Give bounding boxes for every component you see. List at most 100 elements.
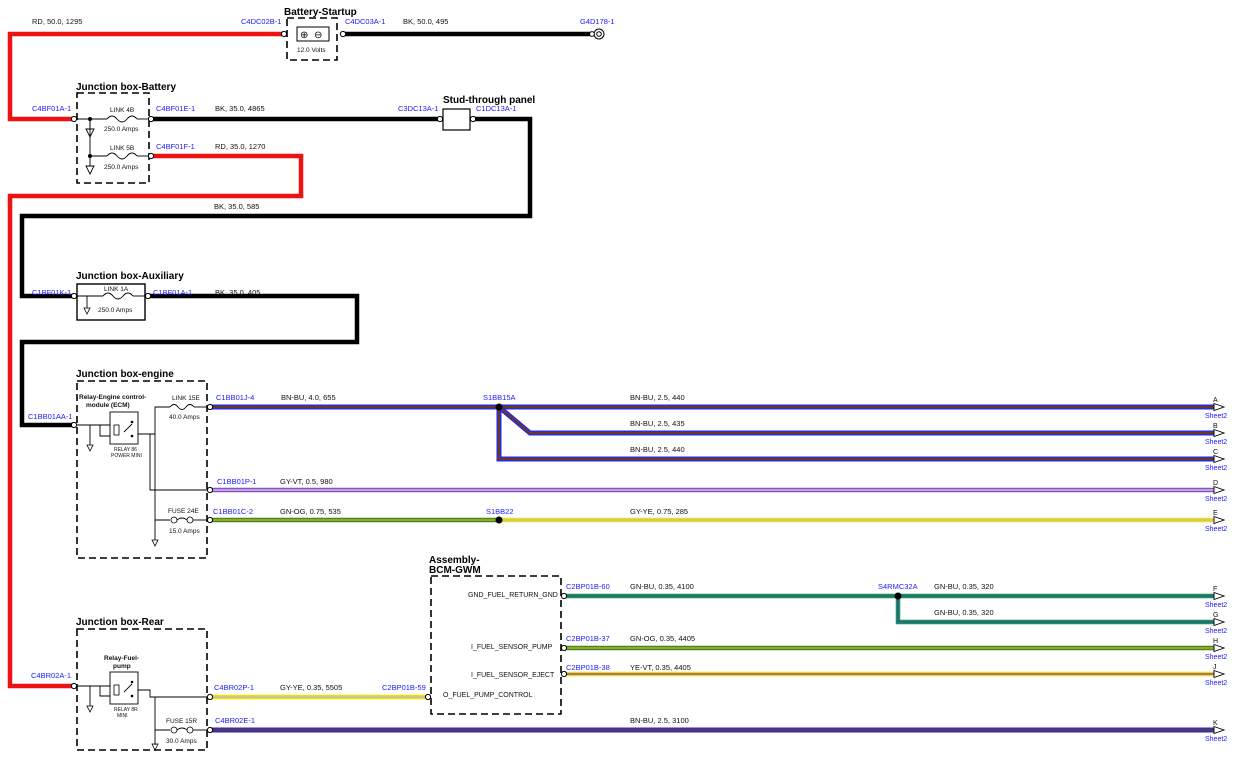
conn-c2bp01b60[interactable]: C2BP01B-60 — [566, 582, 610, 591]
signal-pump-control: O_FUEL_PUMP_CONTROL — [443, 692, 533, 699]
offsheet-letter: J — [1213, 664, 1217, 671]
conn-c4bf01e[interactable]: C4BF01E-1 — [156, 104, 195, 113]
conn-c1dc13a[interactable]: C1DC13A-1 — [476, 104, 516, 113]
jb-rear-title: Junction box-Rear — [76, 617, 164, 628]
conn-c1bb01c[interactable]: C1BB01C-2 — [213, 507, 253, 516]
conn-c4br02p[interactable]: C4BR02P-1 — [214, 683, 254, 692]
wire-rd-1295[interactable] — [7, 31, 284, 122]
conn-c1bf01a[interactable]: C1BF01A-1 — [153, 288, 192, 297]
offsheet-sheet-link[interactable]: Sheet2 — [1205, 439, 1227, 446]
conn-s4rmc32a[interactable]: S4RMC32A — [878, 582, 918, 591]
offsheet-arrow-icon[interactable] — [1213, 643, 1226, 653]
ground-arrow-icon — [151, 539, 159, 547]
offsheet-arrow-icon[interactable] — [1213, 402, 1226, 412]
offsheet-sheet-link[interactable]: Sheet2 — [1205, 602, 1227, 609]
assembly-bcm-gwm[interactable]: Assembly- BCM-GWM GND_FUEL_RETURN_GND I_… — [429, 555, 562, 715]
pin-icon — [280, 30, 288, 38]
conn-s1bb22[interactable]: S1BB22 — [486, 507, 514, 516]
label-bnbu-440a: BN-BU, 2.5, 440 — [630, 393, 685, 402]
label-gyye-285: GY-YE, 0.75, 285 — [630, 507, 688, 516]
label-gnog-4405: GN-OG, 0.35, 4405 — [630, 634, 695, 643]
wire-stripe — [897, 596, 1214, 623]
conn-c3dc13a[interactable]: C3DC13A-1 — [398, 104, 438, 113]
pin-icon — [206, 403, 214, 411]
fuse-icon — [170, 726, 178, 734]
junction-box-engine[interactable]: Junction box-engine Relay-Engine control… — [76, 369, 208, 559]
offsheet-arrow-icon[interactable] — [1213, 485, 1226, 495]
pin-icon — [206, 486, 214, 494]
offsheet-sheet-link[interactable]: Sheet2 — [1205, 465, 1227, 472]
ground-icon — [589, 28, 605, 40]
ground-arrow-icon — [151, 743, 159, 751]
link1a-amps: 250.0 Amps — [98, 307, 133, 314]
plus-icon: ⊕ — [300, 30, 308, 41]
offsheet-sheet-link[interactable]: Sheet2 — [1205, 496, 1227, 503]
conn-c4bf01a[interactable]: C4BF01A-1 — [32, 104, 71, 113]
relay-fuel-label-1: Relay-Fuel- — [104, 655, 139, 662]
offsheet-letter: K — [1213, 720, 1218, 727]
conn-c2bp01b38[interactable]: C2BP01B-38 — [566, 663, 610, 672]
offsheet-arrow-icon[interactable] — [1213, 617, 1226, 627]
splice-s1bb15a[interactable] — [495, 403, 503, 411]
wire-labels: RD, 50.0, 1295 BK, 50.0, 495 BK, 35.0, 4… — [32, 17, 994, 725]
label-bk-585: BK, 35.0, 585 — [214, 202, 259, 211]
offsheet-sheet-link[interactable]: Sheet2 — [1205, 680, 1227, 687]
conn-c4dc03a[interactable]: C4DC03A-1 — [345, 17, 385, 26]
offsheet-letter: E — [1213, 510, 1218, 517]
relay-ecm-sub-2: POWER MINI — [111, 453, 142, 459]
conn-c4bf01f[interactable]: C4BF01F-1 — [156, 142, 195, 151]
offsheet-sheet-link[interactable]: Sheet2 — [1205, 628, 1227, 635]
offsheet-sheet-link[interactable]: Sheet2 — [1205, 413, 1227, 420]
relay-ecm-label-1: Relay-Engine control- — [79, 394, 146, 401]
junction-box-rear[interactable]: Junction box-Rear Relay-Fuel- pump RELAY… — [76, 617, 208, 751]
conn-c2bp01b59[interactable]: C2BP01B-59 — [382, 683, 426, 692]
junction-box-battery[interactable]: Junction box-Battery LINK 4B 250.0 Amps … — [76, 82, 176, 184]
offsheet-arrow-icon[interactable] — [1213, 515, 1226, 525]
conn-c1bb01j[interactable]: C1BB01J-4 — [216, 393, 254, 402]
wire-rd-1270[interactable] — [7, 153, 304, 689]
pin-icon — [144, 292, 152, 300]
offsheet-sheet-link[interactable]: Sheet2 — [1205, 736, 1227, 743]
conn-c1bb01aa[interactable]: C1BB01AA-1 — [28, 412, 73, 421]
wire-bk-585[interactable] — [19, 116, 533, 299]
ground-arrow-icon — [86, 444, 94, 452]
conn-c4br02e[interactable]: C4BR02E-1 — [215, 716, 255, 725]
offsheet-arrow-icon[interactable] — [1213, 725, 1226, 735]
conn-c1bf01k[interactable]: C1BF01K-1 — [32, 288, 71, 297]
pin-icon — [70, 292, 78, 300]
conn-g4d178[interactable]: G4D178-1 — [580, 17, 615, 26]
ground-arrow-icon — [86, 705, 94, 713]
junction-box-auxiliary[interactable]: Junction box-Auxiliary LINK 1A 250.0 Amp… — [76, 271, 184, 321]
offsheet-arrow-icon[interactable] — [1213, 454, 1226, 464]
jb-aux-title: Junction box-Auxiliary — [76, 271, 184, 282]
minus-icon: ⊖ — [314, 30, 322, 41]
conn-s1bb15a[interactable]: S1BB15A — [483, 393, 516, 402]
offsheet-sheet-link[interactable]: Sheet2 — [1205, 654, 1227, 661]
stud-panel-title: Stud-through panel — [443, 95, 535, 106]
offsheet-arrow-icon[interactable] — [1213, 428, 1226, 438]
splice-s1bb22[interactable] — [495, 516, 503, 524]
conn-c2bp01b37[interactable]: C2BP01B-37 — [566, 634, 610, 643]
offsheet-sheet-link[interactable]: Sheet2 — [1205, 526, 1227, 533]
relay-ecm-sub-1: RELAY 86 — [114, 447, 137, 453]
connector-labels: C4DC02B-1 C4DC03A-1 G4D178-1 C4BF01A-1 C… — [28, 17, 918, 725]
wire-bk-405[interactable] — [19, 293, 360, 428]
splice-s4rmc32a[interactable] — [894, 592, 902, 600]
fuse-icon — [169, 404, 195, 410]
conn-c1bb01p[interactable]: C1BB01P-1 — [217, 477, 257, 486]
offsheet-arrow-icon[interactable] — [1213, 591, 1226, 601]
conn-c4dc02b[interactable]: C4DC02B-1 — [241, 17, 281, 26]
label-bnbu-440c: BN-BU, 2.5, 440 — [630, 445, 685, 454]
offsheet-arrow-icon[interactable] — [1213, 669, 1226, 679]
battery-startup-box[interactable]: Battery-Startup ⊕ ⊖ 12.0 Volts — [284, 7, 357, 61]
link5b-amps: 250.0 Amps — [104, 164, 139, 171]
label-rd-1270: RD, 35.0, 1270 — [215, 142, 265, 151]
wire-bnbu-435[interactable] — [497, 405, 1214, 436]
label-gnbu-4100: GN-BU, 0.35, 4100 — [630, 582, 694, 591]
conn-c4br02a[interactable]: C4BR02A-1 — [31, 671, 71, 680]
pin-icon — [70, 682, 78, 690]
label-bk-405: BK, 35.0, 405 — [215, 288, 260, 297]
offsheet-letter: C — [1213, 449, 1218, 456]
sheet-references: ASheet2BSheet2CSheet2DSheet2ESheet2FShee… — [1205, 397, 1227, 743]
ground-arrow-icon — [83, 307, 91, 315]
